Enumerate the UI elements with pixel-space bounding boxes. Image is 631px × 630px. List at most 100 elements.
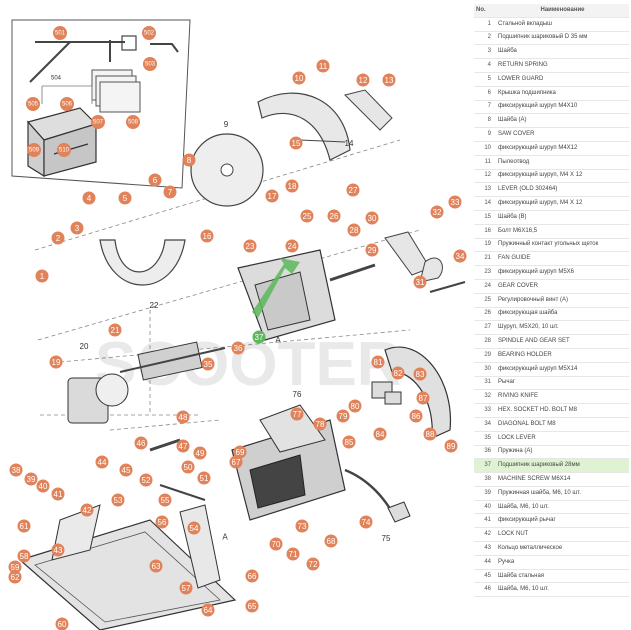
part-callout-47[interactable]: 47 — [176, 439, 190, 453]
part-callout-36[interactable]: 36 — [231, 341, 245, 355]
part-callout-44[interactable]: 44 — [95, 455, 109, 469]
part-callout-12[interactable]: 12 — [356, 73, 370, 87]
part-callout-17[interactable]: 17 — [265, 189, 279, 203]
part-callout-507[interactable]: 507 — [91, 115, 105, 129]
part-callout-4[interactable]: 4 — [82, 191, 96, 205]
part-callout-503[interactable]: 503 — [143, 57, 157, 71]
part-callout-509[interactable]: 509 — [27, 143, 41, 157]
part-callout-89[interactable]: 89 — [444, 439, 458, 453]
part-callout-45[interactable]: 45 — [119, 463, 133, 477]
part-callout-79[interactable]: 79 — [336, 409, 350, 423]
part-callout-77[interactable]: 77 — [290, 407, 304, 421]
part-callout-508[interactable]: 508 — [126, 115, 140, 129]
part-callout-61[interactable]: 61 — [17, 519, 31, 533]
part-callout-64[interactable]: 64 — [201, 603, 215, 617]
part-callout-72[interactable]: 72 — [306, 557, 320, 571]
part-callout-24[interactable]: 24 — [285, 239, 299, 253]
part-callout-38[interactable]: 38 — [9, 463, 23, 477]
part-callout-32[interactable]: 32 — [430, 205, 444, 219]
part-callout-26[interactable]: 26 — [327, 209, 341, 223]
part-callout-10[interactable]: 10 — [292, 71, 306, 85]
part-callout-69[interactable]: 69 — [233, 445, 247, 459]
part-callout-502[interactable]: 502 — [142, 26, 156, 40]
part-callout-29[interactable]: 29 — [365, 243, 379, 257]
part-callout-1[interactable]: 1 — [35, 269, 49, 283]
part-callout-33[interactable]: 33 — [448, 195, 462, 209]
part-callout-34[interactable]: 34 — [453, 249, 467, 263]
part-callout-73[interactable]: 73 — [295, 519, 309, 533]
part-callout-31[interactable]: 31 — [413, 275, 427, 289]
part-callout-27[interactable]: 27 — [346, 183, 360, 197]
part-callout-20[interactable]: 20 — [80, 342, 89, 351]
part-callout-65[interactable]: 65 — [245, 599, 259, 613]
part-callout-88[interactable]: 88 — [423, 427, 437, 441]
part-callout-59[interactable]: 59 — [8, 560, 22, 574]
part-callout-81[interactable]: 81 — [371, 355, 385, 369]
part-callout-87[interactable]: 87 — [416, 391, 430, 405]
part-callout-56[interactable]: 56 — [155, 515, 169, 529]
part-callout-60[interactable]: 60 — [55, 617, 69, 630]
part-callout-5[interactable]: 5 — [118, 191, 132, 205]
part-callout-43[interactable]: 43 — [51, 543, 65, 557]
part-callout-82[interactable]: 82 — [391, 366, 405, 380]
part-callout-76[interactable]: 76 — [293, 390, 302, 399]
part-callout-2[interactable]: 2 — [51, 231, 65, 245]
part-callout-57[interactable]: 57 — [179, 581, 193, 595]
part-callout-74[interactable]: 74 — [359, 515, 373, 529]
part-callout-41[interactable]: 41 — [51, 487, 65, 501]
part-callout-6[interactable]: 6 — [148, 173, 162, 187]
part-callout-16[interactable]: 16 — [200, 229, 214, 243]
part-callout-63[interactable]: 63 — [149, 559, 163, 573]
part-callout-84[interactable]: 84 — [373, 427, 387, 441]
part-callout-67[interactable]: 67 — [229, 455, 243, 469]
part-callout-18[interactable]: 18 — [285, 179, 299, 193]
part-callout-54[interactable]: 54 — [187, 521, 201, 535]
part-callout-80[interactable]: 80 — [348, 399, 362, 413]
part-callout-30[interactable]: 30 — [365, 211, 379, 225]
part-callout-70[interactable]: 70 — [269, 537, 283, 551]
part-callout-85[interactable]: 85 — [342, 435, 356, 449]
part-callout-19[interactable]: 19 — [49, 355, 63, 369]
part-callout-49[interactable]: 49 — [193, 446, 207, 460]
part-callout-58[interactable]: 58 — [17, 549, 31, 563]
part-callout-504[interactable]: 504 — [51, 76, 62, 82]
part-callout-55[interactable]: 55 — [158, 493, 172, 507]
part-callout-66[interactable]: 66 — [245, 569, 259, 583]
part-callout-62[interactable]: 62 — [8, 570, 22, 584]
part-callout-11[interactable]: 11 — [316, 59, 330, 73]
part-callout-53[interactable]: 53 — [111, 493, 125, 507]
part-callout-68[interactable]: 68 — [324, 534, 338, 548]
part-callout-21[interactable]: 21 — [108, 323, 122, 337]
